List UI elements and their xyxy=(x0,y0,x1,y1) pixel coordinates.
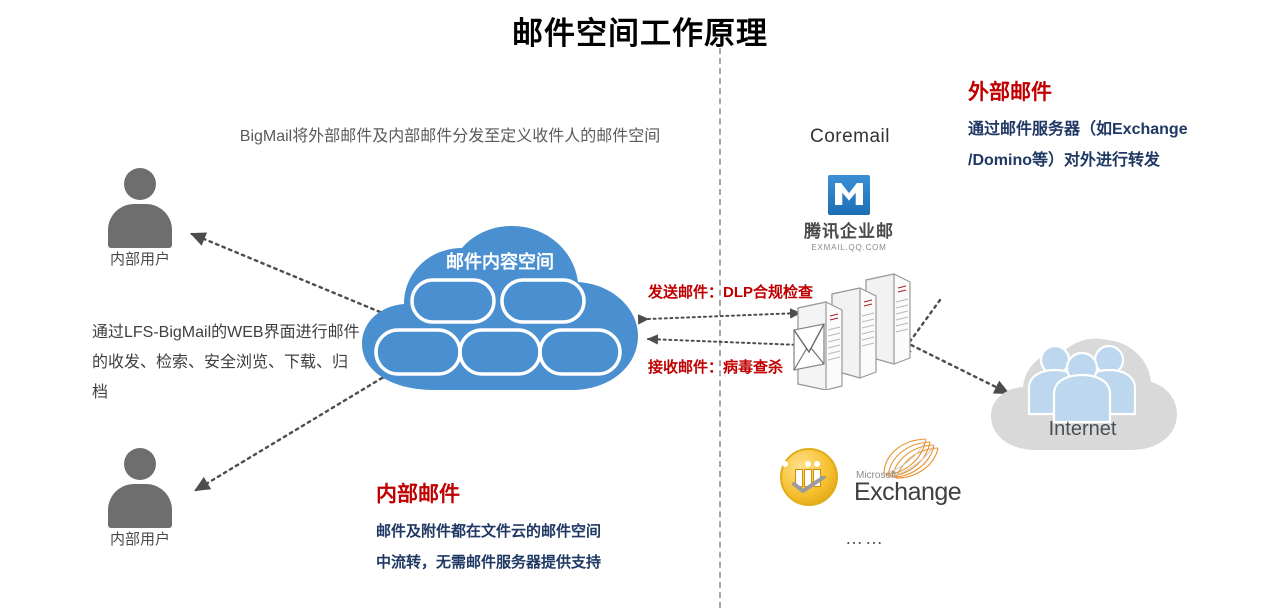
internal-user-top: 内部用户 xyxy=(108,168,195,269)
person-body xyxy=(108,204,172,248)
internal-mail-block: 内部邮件 邮件及附件都在文件云的邮件空间 中流转，无需邮件服务器提供支持 xyxy=(376,478,696,578)
page-title: 邮件空间工作原理 xyxy=(512,16,768,51)
vertical-dashed-divider xyxy=(719,48,721,608)
send-mail-label: 发送邮件：DLP合规检查 xyxy=(648,284,814,301)
server-tower-icons xyxy=(793,273,911,391)
coremail-logo-text: Coremail xyxy=(809,126,891,147)
person-icon xyxy=(108,168,172,248)
exchange-brand-name: Exchange xyxy=(854,478,962,506)
arrow-receive-mail xyxy=(646,334,811,351)
internal-mail-title: 内部邮件 xyxy=(376,483,460,506)
microsoft-exchange-logo: Microsoft Exchange xyxy=(838,438,962,510)
external-mail-body: 通过邮件服务器（如Exchange /Domino等）对外进行转发 xyxy=(968,114,1268,176)
arrow-send-mail xyxy=(637,308,802,325)
internal-user-bottom-label: 内部用户 xyxy=(109,531,170,548)
internet-label: Internet xyxy=(1048,418,1117,440)
tencent-mark-icon xyxy=(828,175,870,215)
internal-user-top-label: 内部用户 xyxy=(109,251,170,268)
web-interface-description: 通过LFS-BigMail的WEB界面进行邮件的收发、检索、安全浏览、下载、归档 xyxy=(92,324,360,401)
exchange-brand-microsoft: Microsoft xyxy=(856,470,897,481)
notes-dot xyxy=(805,461,811,467)
external-mail-title: 外部邮件 xyxy=(968,81,1052,104)
person-head xyxy=(124,448,156,480)
server-back xyxy=(865,273,911,365)
internal-mail-line2: 中流转，无需邮件服务器提供支持 xyxy=(376,554,602,571)
mail-content-space-cloud: 邮件内容空间 xyxy=(350,222,650,397)
envelope-icon xyxy=(793,323,825,371)
distribution-caption: BigMail将外部邮件及内部邮件分发至定义收件人的邮件空间 xyxy=(239,128,661,145)
external-mail-block: 外部邮件 通过邮件服务器（如Exchange /Domino等）对外进行转发 xyxy=(968,76,1268,176)
internet-cloud: Internet xyxy=(985,330,1180,460)
internal-user-bottom: 内部用户 xyxy=(108,448,195,549)
mail-server-brand-logos: Microsoft Exchange xyxy=(780,438,962,510)
receive-mail-label: 接收邮件：病毒查杀 xyxy=(648,359,784,376)
server-front xyxy=(793,301,843,391)
lotus-notes-icon xyxy=(780,448,838,506)
cloud-label: 邮件内容空间 xyxy=(446,252,554,272)
cloud-shape xyxy=(362,226,638,390)
internal-mail-line1: 邮件及附件都在文件云的邮件空间 xyxy=(376,523,602,540)
notes-check-icon xyxy=(792,476,826,493)
internet-cloud-shape xyxy=(991,338,1177,450)
external-mail-line2: /Domino等）对外进行转发 xyxy=(968,152,1160,169)
person-head xyxy=(124,168,156,200)
internal-mail-body: 邮件及附件都在文件云的邮件空间 中流转，无需邮件服务器提供支持 xyxy=(376,516,696,578)
tencent-exmail-en: EXMAIL.QQ.COM xyxy=(811,243,887,252)
more-servers-ellipsis: …… xyxy=(845,528,885,548)
mail-server-stack xyxy=(792,272,922,391)
external-mail-line1: 通过邮件服务器（如Exchange xyxy=(968,121,1188,138)
exchange-swoosh-icon xyxy=(883,438,939,479)
tencent-exmail-cn: 腾讯企业邮 xyxy=(804,222,894,241)
person-body xyxy=(108,484,172,528)
notes-dot xyxy=(814,461,820,467)
tencent-exmail-logo: 腾讯企业邮 EXMAIL.QQ.COM xyxy=(795,175,903,252)
person-icon xyxy=(108,448,172,528)
notes-dot xyxy=(782,461,788,467)
